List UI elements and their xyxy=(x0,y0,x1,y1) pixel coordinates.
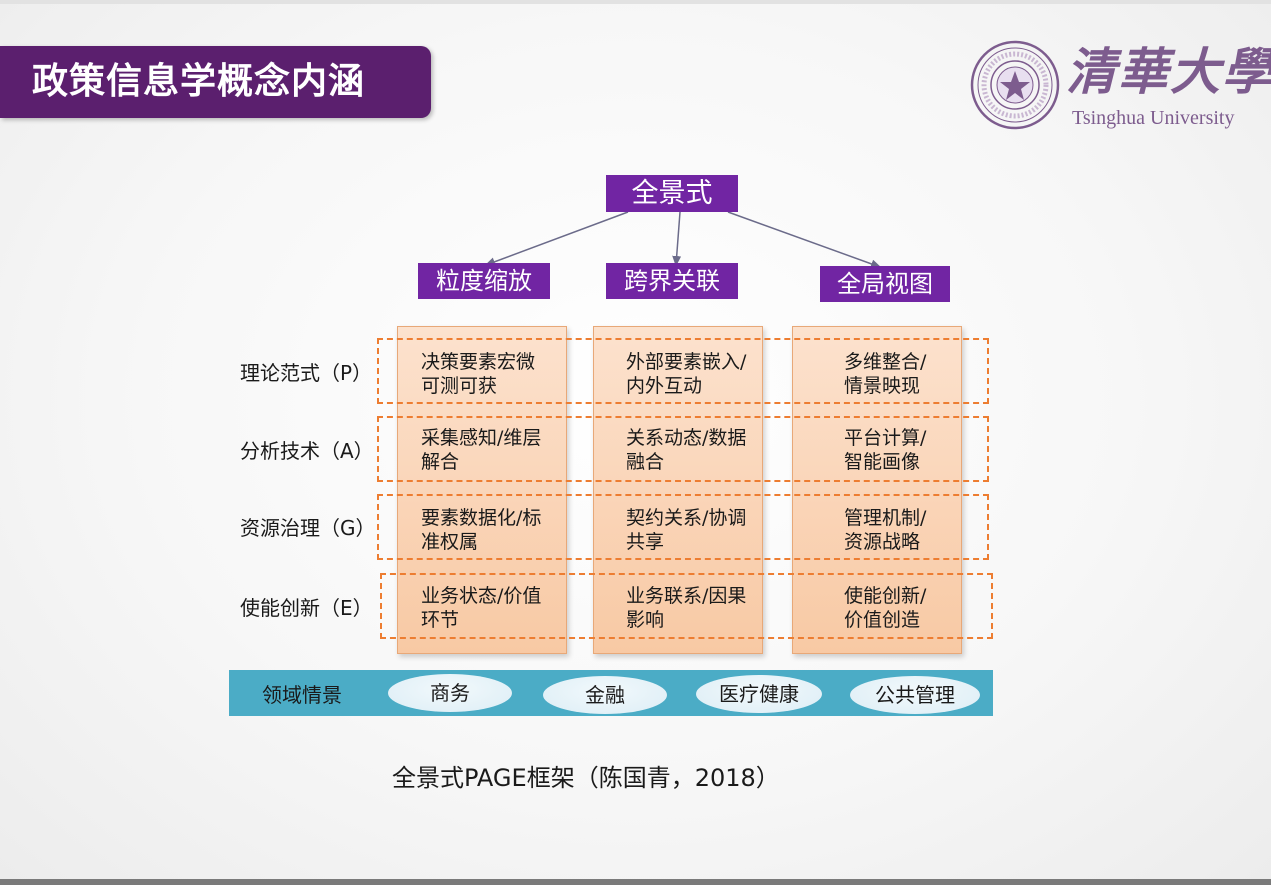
column-global-view xyxy=(792,326,962,654)
cell-theory-global-view: 多维整合/ 情景映现 xyxy=(844,350,926,398)
cell-analysis-granularity: 采集感知/维层 解合 xyxy=(421,426,541,474)
cell-line: 业务状态/价值 xyxy=(421,585,542,607)
cell-line: 可测可获 xyxy=(421,375,498,397)
row-label-theory: 理论范式（P） xyxy=(240,361,373,385)
cell-line: 决策要素宏微 xyxy=(421,351,536,373)
window-top-edge xyxy=(0,0,1271,4)
row-label-analysis: 分析技术（A） xyxy=(240,439,374,463)
cell-line: 影响 xyxy=(626,609,665,631)
domain-item-commerce: 商务 xyxy=(388,674,512,712)
cell-analysis-global-view: 平台计算/ 智能画像 xyxy=(844,426,926,474)
cell-governance-granularity: 要素数据化/标 准权属 xyxy=(421,506,541,554)
cell-governance-global-view: 管理机制/ 资源战略 xyxy=(844,506,926,554)
cell-line: 融合 xyxy=(626,451,665,473)
domain-item-healthcare: 医疗健康 xyxy=(696,675,822,713)
dimension-node-global-view: 全局视图 xyxy=(820,266,950,302)
dimension-node-granularity: 粒度缩放 xyxy=(418,263,550,299)
cell-line: 准权属 xyxy=(421,531,479,553)
logo-chinese-name: 清華大學 xyxy=(1066,42,1271,101)
slide-title: 政策信息学概念内涵 xyxy=(32,61,366,102)
cell-line: 关系动态/数据 xyxy=(626,427,747,449)
cell-line: 价值创造 xyxy=(844,609,921,631)
cell-line: 平台计算/ xyxy=(844,427,927,449)
row-label-governance: 资源治理（G） xyxy=(240,516,376,540)
cell-theory-cross-boundary: 外部要素嵌入/ 内外互动 xyxy=(626,350,746,398)
column-cross-boundary xyxy=(593,326,763,654)
logo-english-name: Tsinghua University xyxy=(1072,107,1235,129)
cell-line: 内外互动 xyxy=(626,375,703,397)
cell-line: 智能画像 xyxy=(844,451,921,473)
window-bottom-edge xyxy=(0,879,1271,885)
cell-governance-cross-boundary: 契约关系/协调 共享 xyxy=(626,506,746,554)
cell-line: 共享 xyxy=(626,531,665,553)
root-node-label: 全景式 xyxy=(631,178,713,209)
dimension-node-cross-boundary: 跨界关联 xyxy=(606,263,738,299)
root-node: 全景式 xyxy=(606,175,738,212)
title-banner xyxy=(0,46,431,118)
row-label-enablement: 使能创新（E） xyxy=(240,596,373,620)
cell-line: 要素数据化/标 xyxy=(421,507,542,529)
cell-line: 资源战略 xyxy=(844,531,921,553)
figure-caption: 全景式PAGE框架（陈国青，2018） xyxy=(392,764,780,792)
cell-line: 环节 xyxy=(421,609,460,631)
domain-item-finance: 金融 xyxy=(543,676,667,714)
cell-enablement-granularity: 业务状态/价值 环节 xyxy=(421,584,541,632)
cell-line: 使能创新/ xyxy=(844,585,927,607)
row-outline-analysis xyxy=(377,416,989,482)
row-outline-governance xyxy=(377,494,989,560)
tsinghua-seal-icon xyxy=(970,40,1060,130)
dimension-label: 粒度缩放 xyxy=(436,267,532,295)
cell-line: 管理机制/ xyxy=(844,507,927,529)
dimension-label: 全局视图 xyxy=(837,270,933,298)
cell-line: 情景映现 xyxy=(844,375,921,397)
domain-label: 领域情景 xyxy=(262,683,342,707)
row-outline-enablement xyxy=(380,573,993,639)
cell-line: 契约关系/协调 xyxy=(626,507,747,529)
domain-item-public-management: 公共管理 xyxy=(850,676,980,714)
cell-theory-granularity: 决策要素宏微 可测可获 xyxy=(421,350,535,398)
cell-line: 解合 xyxy=(421,451,460,473)
cell-line: 业务联系/因果 xyxy=(626,585,747,607)
column-granularity xyxy=(397,326,567,654)
cell-analysis-cross-boundary: 关系动态/数据 融合 xyxy=(626,426,746,474)
row-outline-theory xyxy=(377,338,989,404)
cell-line: 外部要素嵌入/ xyxy=(626,351,747,373)
cell-enablement-cross-boundary: 业务联系/因果 影响 xyxy=(626,584,746,632)
cell-enablement-global-view: 使能创新/ 价值创造 xyxy=(844,584,926,632)
cell-line: 采集感知/维层 xyxy=(421,427,542,449)
cell-line: 多维整合/ xyxy=(844,351,927,373)
dimension-label: 跨界关联 xyxy=(624,267,720,295)
